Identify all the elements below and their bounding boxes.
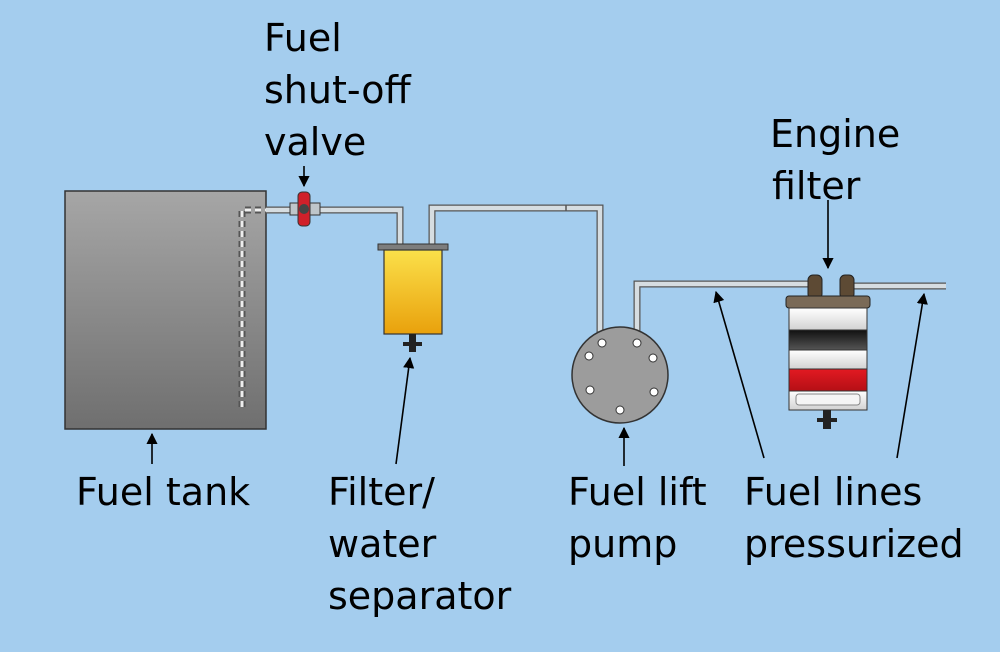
label-engine-filter: Engine filter — [770, 108, 900, 212]
water-separator — [377, 243, 449, 352]
label-line: valve — [264, 120, 367, 164]
label-fuel-shutoff-valve: Fuel shut-off valve — [264, 12, 411, 168]
shutoff-valve — [289, 191, 321, 227]
label-line: Fuel lines — [744, 470, 923, 514]
label-line: Fuel tank — [76, 470, 251, 514]
fuel-tank — [64, 190, 267, 430]
arrow-pressurized-line-1 — [713, 290, 765, 459]
callout-arrows — [146, 166, 928, 466]
fuel-line-supply — [266, 206, 404, 246]
fuel-line-to-pump — [428, 204, 604, 336]
label-line: Fuel — [264, 16, 342, 60]
engine-filter — [785, 274, 871, 429]
label-line: pump — [568, 522, 678, 566]
tank-pickup-tube — [238, 206, 266, 407]
arrow-pressurized-line-2 — [896, 292, 928, 459]
label-fuel-lines-pressurized: Fuel lines pressurized — [744, 466, 964, 570]
label-fuel-tank: Fuel tank — [76, 466, 250, 518]
label-filter-water-separator: Filter/ water separator — [328, 466, 511, 622]
label-line: Engine — [770, 112, 901, 156]
label-line: pressurized — [744, 522, 964, 566]
label-line: filter — [772, 164, 861, 208]
arrow-water-separator — [395, 356, 415, 465]
label-line: shut-off — [264, 68, 411, 112]
label-line: Fuel lift — [568, 470, 707, 514]
label-line: water — [328, 522, 437, 566]
label-fuel-lift-pump: Fuel lift pump — [568, 466, 707, 570]
fuel-lift-pump — [571, 326, 669, 424]
label-line: separator — [328, 574, 512, 618]
label-line: Filter/ — [328, 470, 435, 514]
